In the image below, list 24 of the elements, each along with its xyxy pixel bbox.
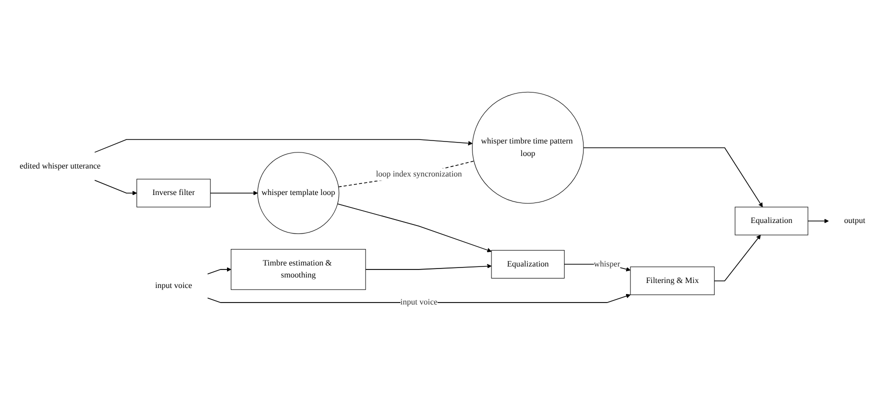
arrow [365,264,492,270]
edge-label: input voice [400,298,438,307]
node-box: Inverse filter [136,178,211,208]
arrow [94,180,138,196]
arrow [808,218,829,224]
arrow [337,203,492,252]
node-box: Equalization [491,250,565,279]
arrow [207,294,631,303]
node-text: output [844,216,866,226]
node-circle: whisper timbre time pattern loop [472,92,584,204]
node-box: Filtering & Mix [630,266,715,296]
arrow [210,190,258,196]
node-text: edited whisper utterance [20,162,101,170]
arrow [583,147,763,208]
node-box: Timbre estimation & smoothing [230,249,366,290]
node-box: Equalization [734,206,808,236]
arrow [207,267,232,274]
node-text: input voice [155,281,192,290]
edge-label: loop index syncronization [376,170,462,179]
arrow [714,234,761,282]
node-circle: whisper template loop [257,152,340,234]
connector [338,160,474,188]
edge-label: whisper [594,260,620,268]
arrow [94,139,473,153]
